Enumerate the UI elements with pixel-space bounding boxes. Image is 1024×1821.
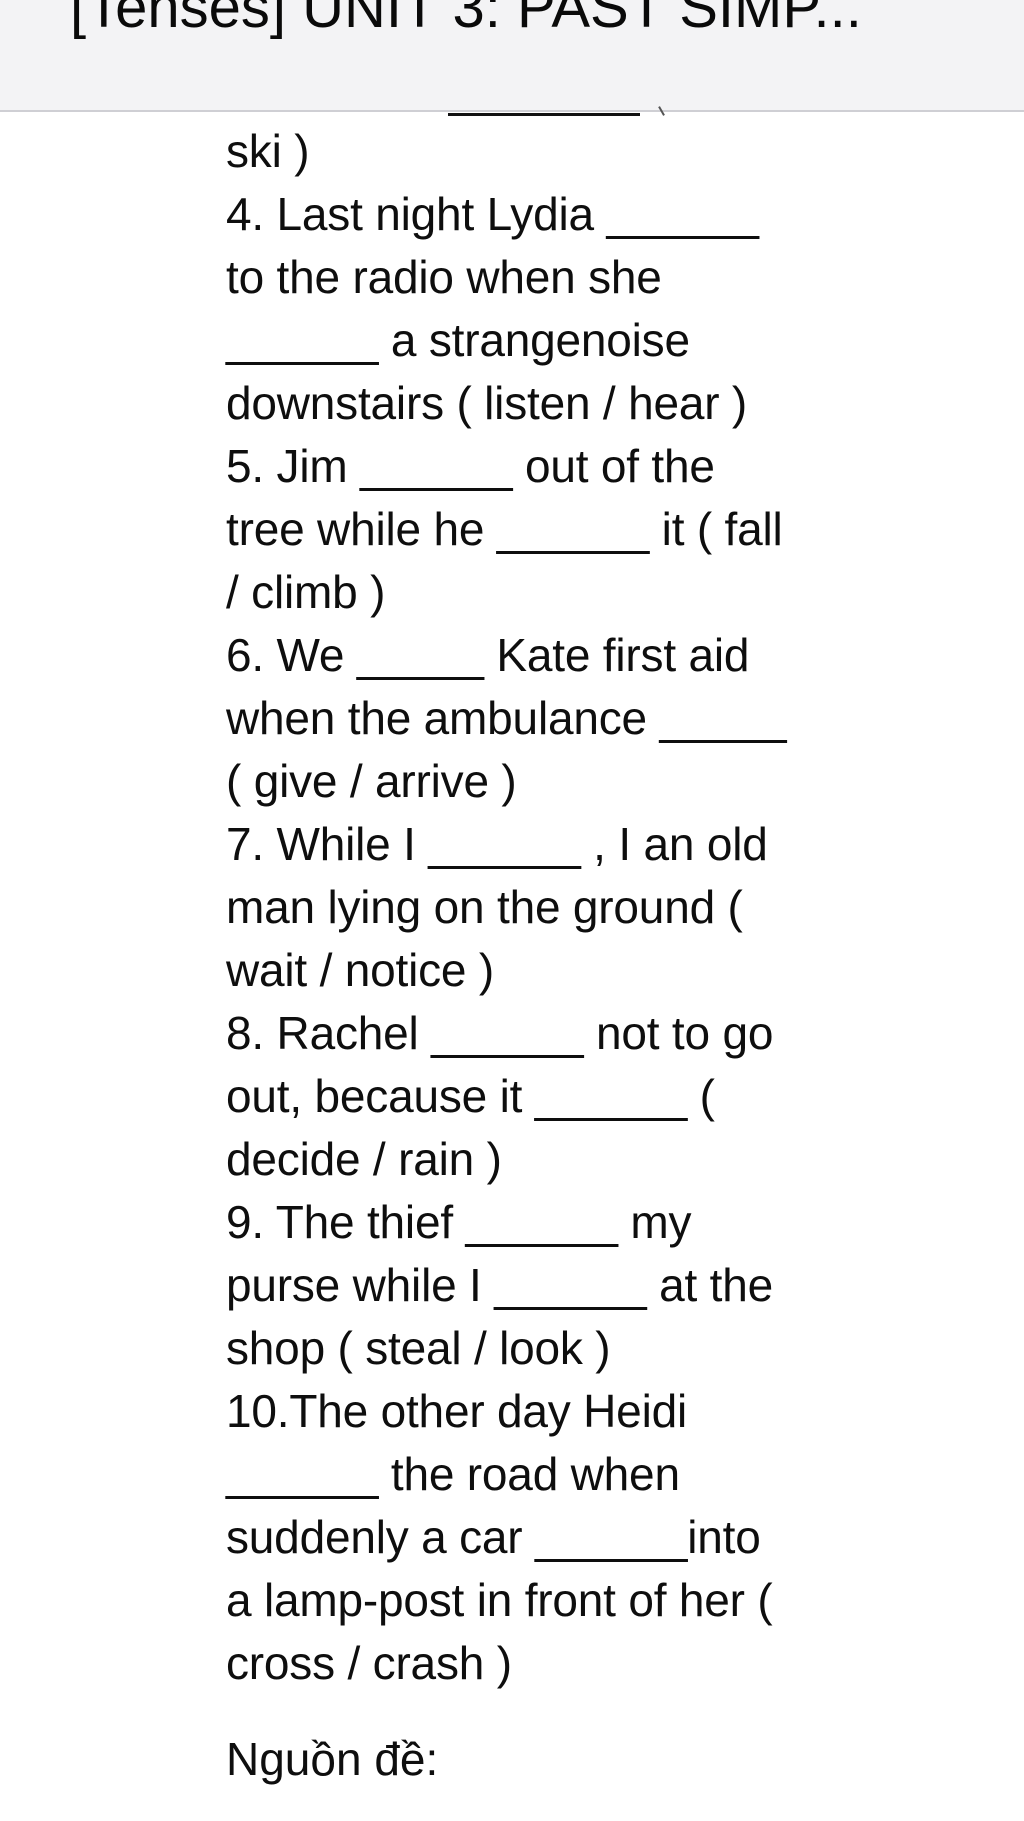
text-line: ______ the road when (226, 1448, 680, 1500)
text-line: out, because it ______ ( (226, 1070, 715, 1122)
text-line: ( give / arrive ) (226, 755, 517, 807)
text-line: suddenly a car ______into (226, 1511, 761, 1563)
text-line: 4. Last night Lydia ______ (226, 188, 759, 240)
text-line: 5. Jim ______ out of the (226, 440, 715, 492)
text-line: tree while he ______ it ( fall (226, 503, 783, 555)
text-line: / climb ) (226, 566, 386, 618)
exercise-document: ski ) 4. Last night Lydia ______ to the … (226, 120, 936, 1791)
text-line: ski ) (226, 125, 310, 177)
text-line: ______ a strangenoise (226, 314, 690, 366)
text-line: 9. The thief ______ my (226, 1196, 692, 1248)
text-line: man lying on the ground ( (226, 881, 743, 933)
page-title: [Tenses] UNIT 3: PAST SIMP... (70, 0, 862, 40)
text-line: to the radio when she (226, 251, 662, 303)
text-line: a lamp-post in front of her ( (226, 1574, 773, 1626)
text-line: when the ambulance _____ (226, 692, 787, 744)
paragraph-gap (226, 1695, 936, 1728)
text-line: cross / crash ) (226, 1637, 512, 1689)
text-line: purse while I ______ at the (226, 1259, 773, 1311)
cut-off-answer-blank (448, 113, 640, 116)
text-line: decide / rain ) (226, 1133, 502, 1185)
text-line: downstairs ( listen / hear ) (226, 377, 748, 429)
text-line: 8. Rachel ______ not to go (226, 1007, 774, 1059)
text-line: 10.The other day Heidi (226, 1385, 687, 1437)
text-line: 6. We _____ Kate first aid (226, 629, 750, 681)
source-label: Nguồn đề: (226, 1733, 439, 1785)
text-line: 7. While I ______ , I an old (226, 818, 768, 870)
text-line: wait / notice ) (226, 944, 494, 996)
app-header: [Tenses] UNIT 3: PAST SIMP... (0, 0, 1024, 112)
text-line: shop ( steal / look ) (226, 1322, 611, 1374)
